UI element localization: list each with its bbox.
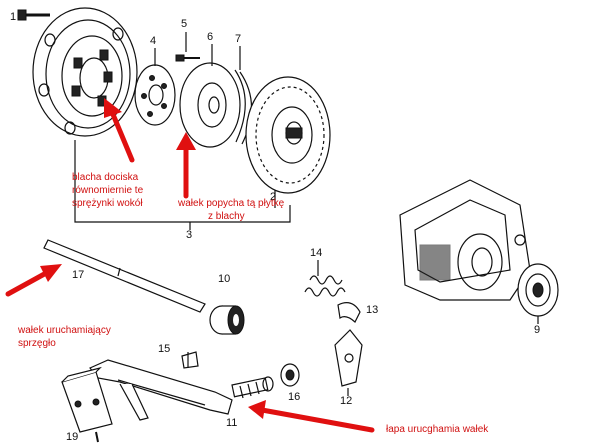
release-rod — [43, 239, 206, 313]
part-number-7: 7 — [235, 33, 241, 45]
part-number-11: 11 — [226, 417, 237, 429]
note-pressure-plate: blacha dociska równomiernie te sprężynki… — [72, 172, 146, 209]
pressure-plate — [32, 7, 138, 137]
arrow-follower-shaft — [176, 132, 196, 199]
note-release-shaft: wałek uruchamiający sprzęgło — [17, 325, 114, 349]
screw-part — [175, 54, 200, 62]
part-number-10: 10 — [218, 273, 230, 285]
part-number-6: 6 — [207, 31, 213, 43]
bolt-part — [17, 9, 50, 21]
flange-part — [517, 263, 559, 317]
spring-part — [304, 275, 346, 297]
note-lever: łapa urucghamia wałek — [386, 424, 489, 435]
part-number-17: 17 — [72, 269, 84, 281]
arrow-release-shaft — [5, 264, 62, 297]
note-follower-shaft: wałek popycha tą płytkę z blachy — [177, 198, 287, 222]
bearing-part — [280, 363, 300, 387]
part-number-16: 16 — [288, 391, 300, 403]
part-number-9: 9 — [534, 324, 540, 336]
release-lever — [89, 359, 274, 421]
arrow-lever — [248, 400, 375, 433]
part-number-14: 14 — [310, 247, 322, 259]
hub-plate — [134, 64, 176, 126]
part-number-3: 3 — [186, 229, 192, 241]
part-number-12: 12 — [340, 395, 352, 407]
clip-part — [337, 302, 361, 323]
part-number-4: 4 — [150, 35, 156, 47]
friction-disc — [245, 76, 331, 194]
part-number-13: 13 — [366, 304, 378, 316]
gearbox-housing — [399, 179, 531, 301]
pedal-block — [61, 366, 113, 443]
part-number-15: 15 — [158, 343, 170, 355]
bushing-part — [209, 305, 245, 335]
assembly-bracket — [74, 140, 291, 223]
small-clip-part — [181, 351, 199, 369]
part-number-1: 1 — [10, 11, 16, 23]
part-number-19: 19 — [66, 431, 78, 443]
part-number-2: 2 — [270, 191, 276, 203]
thrust-plate — [179, 62, 253, 148]
arrow-pressure-plate — [104, 98, 135, 163]
part-number-5: 5 — [181, 18, 187, 30]
release-fork — [334, 329, 363, 387]
